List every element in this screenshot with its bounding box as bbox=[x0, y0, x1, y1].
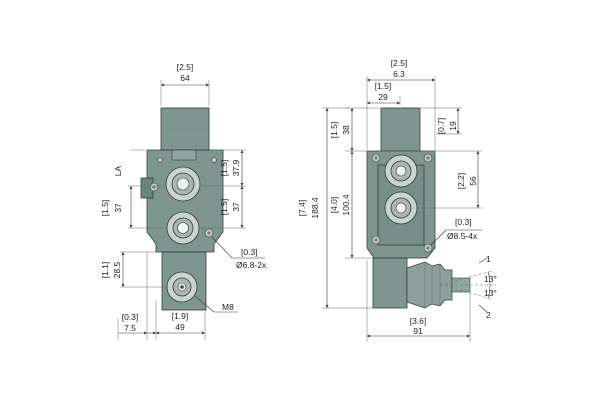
dim-port-pitch: 56 bbox=[468, 176, 478, 186]
mount-hole-icon bbox=[371, 153, 381, 163]
lever-position-1: 1 bbox=[486, 254, 491, 264]
dim-bottom-width: 49 bbox=[175, 322, 185, 332]
port-upper-icon bbox=[165, 166, 201, 202]
dim-bottom-width-imperial: [1.9] bbox=[172, 311, 189, 321]
mount-hole-icon bbox=[423, 153, 433, 163]
dim-offset-imperial: [0.3] bbox=[122, 312, 139, 322]
dim-body-height-imperial: [4.0] bbox=[329, 197, 339, 214]
mount-hole-icon bbox=[371, 235, 381, 245]
port-upper-icon bbox=[384, 154, 418, 188]
spool-end-icon bbox=[166, 271, 198, 303]
dim-left-pitch-imperial: [1.5] bbox=[100, 200, 110, 217]
bottom-extension bbox=[372, 257, 408, 309]
port-lower-icon bbox=[384, 191, 418, 225]
dim-total-height: 188.4 bbox=[310, 197, 320, 219]
mount-hole-icon bbox=[204, 228, 214, 238]
dim-lower-height: 28.5 bbox=[112, 261, 122, 278]
top-boss bbox=[380, 107, 421, 155]
dim-body-height: 100.4 bbox=[341, 194, 351, 216]
dim-width-imperial-side: [2.5] bbox=[391, 58, 408, 68]
lever-angle-2: 13° bbox=[484, 288, 497, 298]
dim-upper-right: 37.9 bbox=[231, 159, 241, 176]
thread-spec: M8 bbox=[222, 302, 234, 312]
dim-total-height-imperial: [7.4] bbox=[297, 200, 307, 217]
dim-offset-imperial-side: [1.5] bbox=[375, 81, 392, 91]
dim-right-pitch: 37 bbox=[231, 202, 241, 212]
dim-width-imperial: [2.5] bbox=[177, 62, 194, 72]
port-label: LA bbox=[113, 165, 123, 176]
dim-offset: 7.5 bbox=[124, 323, 136, 333]
lever-angle-1: 13° bbox=[484, 274, 497, 284]
dim-upper-right-imperial: [1.5] bbox=[219, 160, 229, 177]
mount-hole-icon bbox=[149, 182, 159, 192]
side-view: 1 13° 13° 2 [2.5] 6.3 [1.5] 29 [1.5] 38 … bbox=[297, 58, 497, 342]
dim-right-pitch-imperial: [1.5] bbox=[219, 199, 229, 216]
dim-width-side: 6.3 bbox=[393, 69, 405, 79]
mount-hole-imperial-side: [0.3] bbox=[455, 217, 472, 227]
port-lower-icon bbox=[166, 211, 200, 245]
dim-left-pitch: 37 bbox=[113, 203, 123, 213]
top-spool-boss bbox=[160, 107, 210, 151]
dim-bottom-width-imperial-side: [3.6] bbox=[410, 316, 427, 326]
dim-port-pitch-imperial: [2.2] bbox=[456, 173, 466, 190]
dim-right-top-imperial: [0.7] bbox=[436, 118, 446, 135]
dim-bottom-width-side: 91 bbox=[413, 326, 423, 336]
dim-lower-height-imperial: [1.1] bbox=[100, 262, 110, 279]
dim-right-top: 19 bbox=[448, 121, 458, 131]
dim-offset-side: 29 bbox=[378, 92, 388, 102]
lever-position-2: 2 bbox=[486, 310, 491, 320]
mount-hole-spec: Ø6.8-2x bbox=[236, 260, 267, 270]
front-view: [2.5] 64 LA [1.5] 37 [1.5] 37.9 [1.5] 37… bbox=[100, 62, 267, 340]
mount-hole-spec-side: Ø8.5-4x bbox=[447, 231, 478, 241]
top-bracket bbox=[171, 149, 197, 161]
mount-hole-imperial: [0.3] bbox=[241, 247, 258, 257]
mount-hole-icon bbox=[423, 243, 433, 253]
dim-width: 64 bbox=[180, 73, 190, 83]
dim-top-height: 38 bbox=[341, 125, 351, 135]
dim-top-height-imperial: [1.5] bbox=[329, 122, 339, 139]
